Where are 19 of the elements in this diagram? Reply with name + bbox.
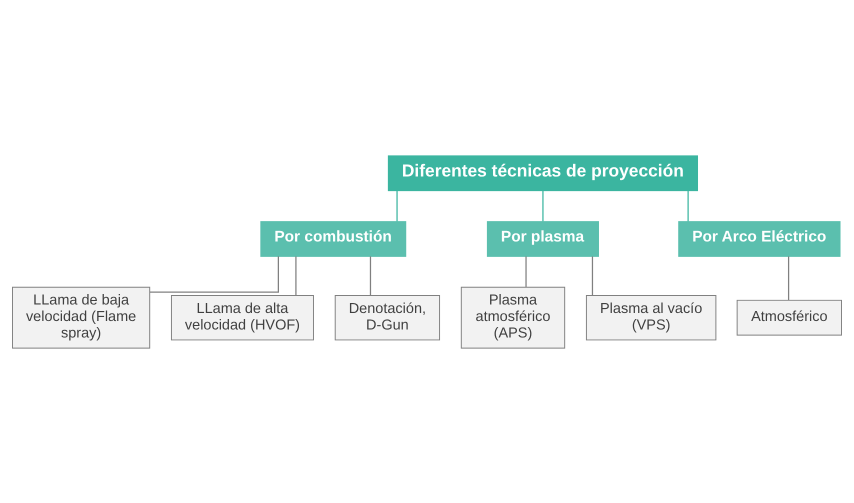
connector xyxy=(396,190,398,221)
connector xyxy=(295,256,297,295)
node-box: Por combustión xyxy=(260,220,406,256)
node-box: Por Arco Eléctrico xyxy=(678,220,841,256)
node-box: LLama de alta velocidad (HVOF) xyxy=(170,294,314,340)
connector xyxy=(542,190,544,221)
node-box: Plasma atmosférico (APS) xyxy=(460,286,566,348)
connector xyxy=(370,256,372,295)
node-box: LLama de baja velocidad (Flame spray) xyxy=(12,286,150,348)
connector xyxy=(788,256,790,300)
connector xyxy=(150,256,279,292)
node-box: Por plasma xyxy=(486,220,599,256)
node-box: Diferentes técnicas de proyección xyxy=(388,154,698,191)
node-box: Denotación, D-Gun xyxy=(334,294,440,340)
connector xyxy=(525,256,527,286)
node-box: Atmosférico xyxy=(736,299,842,336)
connector xyxy=(687,190,689,221)
node-box: Plasma al vacío (VPS) xyxy=(586,294,716,340)
connector xyxy=(592,256,594,295)
